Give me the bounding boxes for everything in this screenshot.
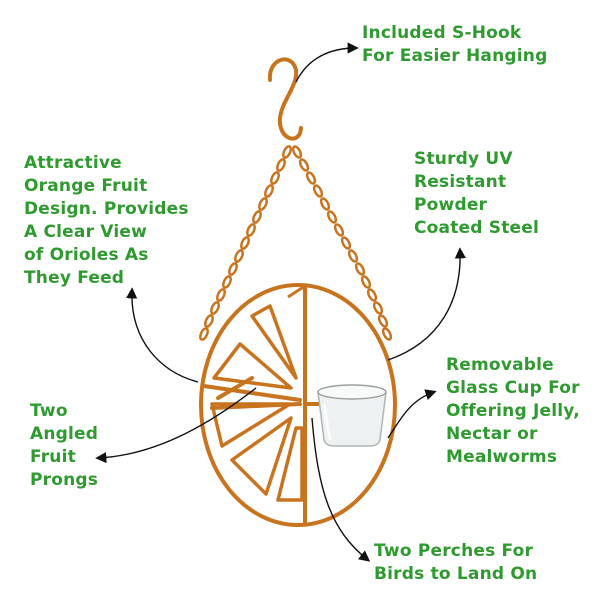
callout-line: Nectar or	[446, 424, 538, 444]
chain-right	[291, 145, 393, 341]
callout-line: They Feed	[24, 268, 125, 288]
arrow-perches	[311, 417, 371, 562]
callout-line: of Orioles As	[24, 245, 149, 265]
arrow-steel	[387, 247, 466, 361]
callout-line: Powder	[414, 195, 488, 215]
callout-line: Birds to Land On	[374, 564, 538, 584]
callout-steel: Sturdy UV Resistant Powder Coated Steel	[414, 148, 539, 240]
callout-line: Removable	[446, 355, 554, 375]
fruit-prongs	[202, 376, 302, 410]
callout-line: Prongs	[30, 470, 99, 490]
callout-design: Attractive Orange Fruit Design. Provides…	[24, 152, 189, 290]
callout-line: Two Perches For	[374, 541, 534, 561]
arrow-s-hook	[295, 42, 359, 83]
callout-s-hook: Included S-Hook For Easier Hanging	[362, 22, 547, 68]
callout-line: Glass Cup For	[446, 378, 580, 398]
callout-cup: Removable Glass Cup For Offering Jelly, …	[446, 354, 580, 469]
callout-perches: Two Perches For Birds to Land On	[374, 540, 537, 586]
callout-line: Included S-Hook	[362, 23, 522, 43]
callout-line: Design. Provides	[24, 199, 189, 219]
s-hook	[267, 57, 303, 141]
callout-line: Mealworms	[446, 447, 558, 467]
callout-line: Resistant	[414, 172, 507, 192]
arrow-cup	[387, 389, 437, 439]
callout-line: For Easier Hanging	[362, 46, 548, 66]
callout-prongs: Two Angled Fruit Prongs	[30, 400, 98, 492]
glass-cup	[317, 384, 387, 447]
callout-line: Angled	[30, 424, 99, 444]
callout-line: Fruit	[30, 447, 76, 467]
feeder-ring	[199, 283, 397, 527]
fruit-segments	[210, 304, 304, 502]
chain-left	[199, 145, 292, 341]
callout-line: A Clear View	[24, 222, 148, 242]
callout-arrows	[95, 42, 466, 562]
callout-line: Attractive	[24, 153, 122, 173]
callout-line: Sturdy UV	[414, 149, 513, 169]
callout-line: Offering Jelly,	[446, 401, 580, 421]
callout-line: Coated Steel	[414, 218, 540, 238]
callout-line: Orange Fruit	[24, 176, 148, 196]
arrow-design	[126, 287, 199, 383]
arrow-prongs	[95, 387, 257, 464]
callout-line: Two	[30, 401, 68, 421]
top-bracket	[287, 283, 307, 300]
